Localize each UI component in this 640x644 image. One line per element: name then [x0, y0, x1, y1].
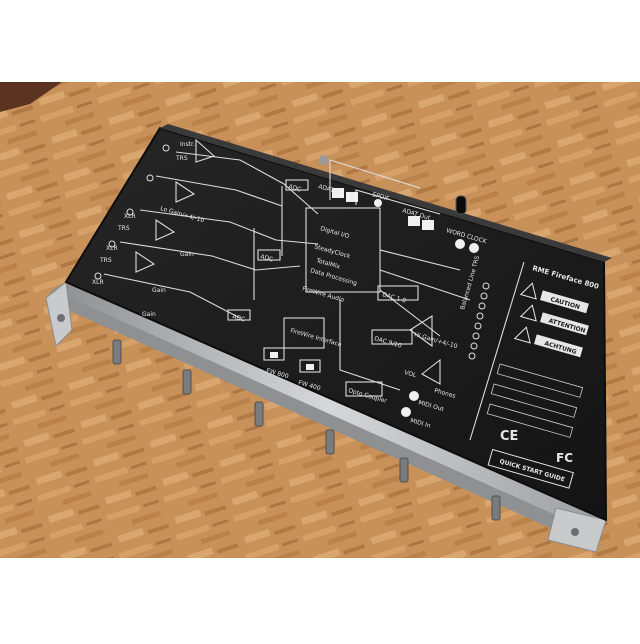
output-jacks — [468, 282, 490, 360]
label-instr: Instr. — [180, 141, 195, 148]
adat-out-port — [408, 216, 420, 226]
label-gain-1: Gain — [180, 251, 194, 258]
spdif-port — [374, 199, 382, 207]
label-gain-3: Gain — [142, 311, 156, 318]
knob-3 — [254, 401, 264, 427]
label-xlr-8: XLR — [106, 245, 118, 252]
midi-out-icon — [409, 391, 419, 401]
warning-achtung: ACHTUNG — [513, 326, 583, 358]
word-clock-out — [469, 243, 479, 253]
rear-switch — [455, 195, 467, 215]
label-adc-2: ADC — [259, 253, 273, 263]
adat-in-port-2 — [346, 192, 358, 202]
label-adc-1: ADC — [287, 183, 301, 193]
knob-1 — [112, 339, 122, 365]
knob-5 — [399, 457, 409, 483]
channel-markers — [94, 144, 170, 280]
label-trs-8: TRS — [99, 257, 112, 264]
schematic-lines — [103, 138, 525, 441]
front-panel-edge — [52, 282, 606, 534]
fc-mark: FC — [556, 451, 573, 465]
label-xlr-9: XLR — [92, 279, 104, 286]
port-symbols — [270, 188, 479, 417]
midi-in-icon — [401, 407, 411, 417]
knob-6 — [491, 495, 501, 521]
knob-2 — [182, 369, 192, 395]
label-gain-2: Gain — [152, 287, 166, 294]
rack-ear-left — [45, 281, 73, 348]
front-panel-lower — [46, 290, 598, 546]
ce-mark: CE — [500, 429, 518, 444]
rear-jack — [319, 155, 329, 165]
label-spdif: SPDIF — [371, 191, 390, 203]
top-white-bar — [0, 0, 640, 82]
fw400-icon — [306, 364, 314, 370]
fine-print-boxes — [486, 363, 584, 438]
adat-in-port — [332, 188, 344, 198]
dark-corner — [0, 82, 62, 112]
label-xlr-7: XLR — [124, 213, 136, 220]
rack-screw-right — [571, 528, 579, 536]
fw800-icon — [270, 352, 278, 358]
label-adc-3: ADC — [231, 313, 245, 323]
adat-out-port-2 — [422, 220, 434, 230]
knob-4 — [325, 429, 335, 455]
word-clock-in — [455, 239, 465, 249]
label-vol: VOL — [403, 369, 417, 379]
label-trs-7: TRS — [117, 225, 130, 232]
bottom-white-bar — [0, 558, 640, 640]
rack-screw-left — [57, 314, 65, 322]
front-knobs — [112, 339, 501, 521]
label-trs: TRS — [175, 155, 188, 162]
panel-rear-edge — [160, 124, 612, 262]
